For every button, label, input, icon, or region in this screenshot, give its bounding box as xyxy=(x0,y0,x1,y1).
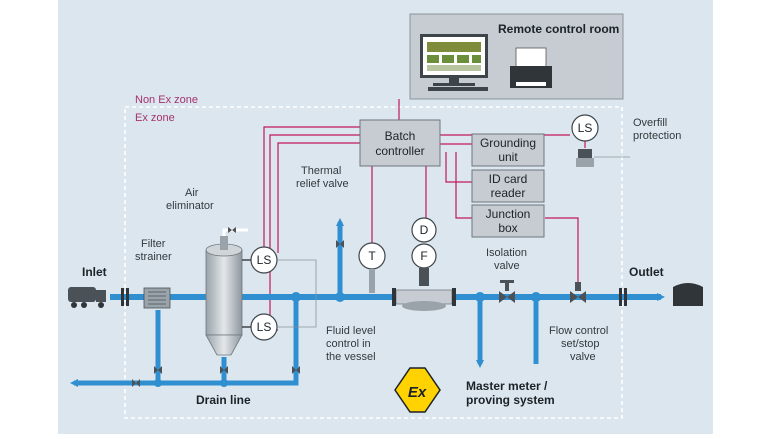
density-sensor[interactable]: D xyxy=(411,217,437,243)
inlet-truck-icon xyxy=(68,287,106,308)
flow-label-3: valve xyxy=(570,351,596,363)
ls-bottom-label: LS xyxy=(257,320,272,334)
drain-valve-3[interactable] xyxy=(292,366,300,374)
temperature-sensor[interactable]: T xyxy=(358,242,386,293)
ex-zone-label: Ex zone xyxy=(135,112,175,124)
batch-controller-label-2: controller xyxy=(375,144,424,158)
d-label: D xyxy=(420,223,429,237)
remote-control-room: Remote control room xyxy=(409,13,624,100)
air-vent-pipe xyxy=(222,228,248,236)
isolation-label-2: valve xyxy=(494,260,520,272)
grounding-label-1: Grounding xyxy=(480,136,536,150)
thermal-label-2: relief valve xyxy=(296,178,349,190)
air-vent-valve-icon xyxy=(228,227,236,233)
pipe-junctions xyxy=(154,292,541,387)
ex-hazard-symbol: Ex xyxy=(394,367,441,413)
outlet-label: Outlet xyxy=(629,265,664,279)
thermal-label-1: Thermal xyxy=(301,165,341,177)
filter-label-2: strainer xyxy=(135,251,172,263)
flow-meter[interactable]: F xyxy=(392,243,456,311)
non-ex-zone-label: Non Ex zone xyxy=(135,94,198,106)
junction-box[interactable]: Junction box xyxy=(471,204,545,238)
batch-controller-label-1: Batch xyxy=(385,129,416,143)
t-label: T xyxy=(368,249,376,263)
junction-label-2: box xyxy=(498,221,517,235)
ex-symbol-label: Ex xyxy=(408,384,427,401)
isolation-label-1: Isolation xyxy=(486,247,527,259)
inlet-label: Inlet xyxy=(82,265,107,279)
filter-label-1: Filter xyxy=(141,238,166,250)
filter-strainer[interactable] xyxy=(143,287,171,309)
f-label: F xyxy=(420,249,427,263)
fluid-label-3: the vessel xyxy=(326,351,376,363)
outlet-tank-icon xyxy=(673,283,703,306)
overfill-label-2: protection xyxy=(633,130,681,142)
air-label-1: Air xyxy=(185,187,199,199)
drain-valve-4[interactable] xyxy=(132,379,140,387)
idcard-label-2: reader xyxy=(491,186,526,200)
remote-room-label: Remote control room xyxy=(498,22,619,36)
master-label-2: proving system xyxy=(466,393,555,407)
id-card-reader-box[interactable]: ID card reader xyxy=(471,169,545,203)
master-label-1: Master meter / xyxy=(466,379,548,393)
air-eliminator-vessel[interactable] xyxy=(205,236,243,356)
flow-label-1: Flow control xyxy=(549,325,608,337)
printer-icon xyxy=(510,47,552,88)
pipe-flanges xyxy=(121,288,627,306)
drain-valve-2[interactable] xyxy=(220,366,228,374)
overfill-label-1: Overfill xyxy=(633,117,667,129)
idcard-label-1: ID card xyxy=(489,172,528,186)
fluid-label-2: control in xyxy=(326,338,371,350)
grounding-label-2: unit xyxy=(498,150,518,164)
monitor-icon xyxy=(420,34,488,86)
overfill-ls-sensor[interactable]: LS xyxy=(571,114,599,167)
grounding-unit-box[interactable]: Grounding unit xyxy=(471,133,545,167)
thermal-relief-valve[interactable] xyxy=(336,240,344,248)
ls-bottom-sensor[interactable]: LS xyxy=(250,313,278,341)
ls-top-sensor[interactable]: LS xyxy=(250,246,278,274)
batch-controller[interactable]: Batch controller xyxy=(359,119,441,167)
drain-line-label: Drain line xyxy=(196,393,251,407)
flow-label-2: set/stop xyxy=(561,338,600,350)
ex-zone-border xyxy=(124,106,623,419)
drain-valve-1[interactable] xyxy=(154,366,162,374)
junction-label-1: Junction xyxy=(486,207,531,221)
ls-overfill-label: LS xyxy=(578,121,593,135)
fluid-level-leader xyxy=(278,259,317,328)
ls-top-label: LS xyxy=(257,253,272,267)
fluid-label-1: Fluid level xyxy=(326,325,376,337)
keyboard-icon xyxy=(428,87,488,91)
flow-control-valve[interactable] xyxy=(570,282,586,303)
isolation-valve[interactable] xyxy=(499,280,515,303)
air-label-2: eliminator xyxy=(166,200,214,212)
ls-connectors xyxy=(242,259,252,328)
